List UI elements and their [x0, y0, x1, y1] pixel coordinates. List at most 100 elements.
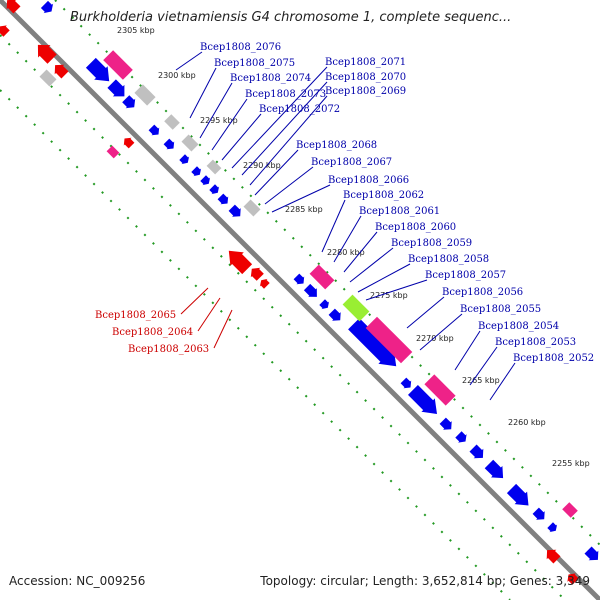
forward-gene-label: Bcep1808_2073: [245, 89, 326, 100]
forward-gene: [469, 444, 484, 459]
label-leader-line: [180, 287, 209, 315]
tick-label: 2285 kbp: [285, 205, 323, 214]
forward-gene-label: Bcep1808_2055: [460, 304, 541, 315]
forward-gene-label: Bcep1808_2057: [425, 270, 506, 281]
tick-label: 2305 kbp: [117, 26, 155, 35]
forward-gene-label: Bcep1808_2071: [325, 57, 406, 68]
forward-gene: [200, 175, 211, 186]
tick-label: 2270 kbp: [416, 334, 454, 343]
forward-gene-label: Bcep1808_2075: [214, 58, 295, 69]
gray-gene: [243, 199, 261, 217]
label-leader-line: [489, 362, 516, 401]
label-leader-line: [199, 82, 233, 139]
tick-label: 2290 kbp: [243, 161, 281, 170]
forward-gene: [228, 204, 241, 217]
forward-gene-label: Bcep1808_2058: [408, 254, 489, 265]
label-leader-line: [357, 263, 411, 293]
forward-gene: [319, 299, 330, 310]
accession-value: NC_009256: [76, 574, 146, 588]
genes-value: 3,349: [555, 574, 590, 588]
forward-gene: [303, 283, 317, 297]
forward-gene: [400, 377, 412, 389]
label-leader-line: [249, 95, 328, 186]
forward-gene-label: Bcep1808_2052: [513, 353, 594, 364]
reverse-gene: [228, 250, 253, 275]
pink-gene: [103, 50, 133, 80]
label-leader-line: [197, 297, 221, 332]
forward-gene: [179, 154, 190, 165]
tick-label: 2260 kbp: [508, 418, 546, 427]
forward-gene-label: Bcep1808_2074: [230, 73, 311, 84]
forward-gene-label: Bcep1808_2059: [391, 238, 472, 249]
forward-gene-label: Bcep1808_2061: [359, 206, 440, 217]
reverse-gene-label: Bcep1808_2063: [128, 344, 209, 355]
genes-label: Genes:: [509, 574, 552, 588]
pink-gene: [106, 145, 120, 159]
pink-gene: [562, 502, 578, 518]
label-leader-line: [175, 51, 203, 71]
forward-gene: [532, 507, 545, 520]
forward-gene: [209, 184, 220, 195]
label-leader-line: [333, 215, 362, 263]
pink-gene: [424, 374, 456, 406]
forward-gene: [293, 273, 305, 285]
label-leader-line: [213, 309, 233, 349]
tick-label: 2300 kbp: [158, 71, 196, 80]
label-leader-line: [343, 231, 378, 273]
accession-label: Accession:: [9, 574, 73, 588]
forward-gene-label: Bcep1808_2072: [259, 104, 340, 115]
forward-gene: [328, 308, 341, 321]
forward-gene: [40, 0, 54, 14]
label-leader-line: [406, 296, 445, 329]
sequence-stats: Topology: circular; Length: 3,652,814 bp…: [260, 574, 590, 588]
forward-gene: [484, 459, 504, 479]
reverse-gene: [6, 0, 21, 14]
forward-gene-label: Bcep1808_2062: [343, 190, 424, 201]
tick-label: 2295 kbp: [200, 116, 238, 125]
gray-gene: [181, 134, 199, 152]
forward-gene-label: Bcep1808_2066: [328, 175, 409, 186]
reverse-gene: [37, 44, 57, 64]
topology-label: Topology:: [260, 574, 317, 588]
label-leader-line: [211, 98, 248, 151]
forward-gene: [148, 124, 160, 136]
label-leader-line: [254, 149, 299, 196]
reverse-gene: [54, 64, 69, 79]
forward-gene-label: Bcep1808_2054: [478, 321, 559, 332]
length-value: 3,652,814 bp;: [421, 574, 507, 588]
reverse-gene: [0, 25, 10, 37]
label-leader-line: [349, 247, 394, 283]
reverse-gene-label: Bcep1808_2064: [112, 327, 193, 338]
forward-gene: [191, 166, 202, 177]
scale-dotted-line: [0, 89, 511, 600]
gray-gene: [134, 84, 156, 106]
forward-gene: [506, 483, 529, 506]
label-leader-line: [321, 199, 346, 253]
label-leader-line: [271, 184, 331, 213]
reverse-gene: [259, 278, 270, 289]
label-leader-line: [231, 66, 328, 169]
gray-gene: [164, 114, 180, 130]
label-leader-line: [419, 313, 463, 351]
scale-dotted-line: [0, 34, 566, 600]
reverse-gene: [123, 137, 135, 149]
map-title: Burkholderia vietnamiensis G4 chromosome…: [70, 10, 512, 25]
forward-gene: [547, 522, 558, 533]
label-leader-line: [469, 346, 498, 386]
forward-gene: [408, 385, 437, 414]
forward-gene-label: Bcep1808_2069: [325, 86, 406, 97]
accession-info: Accession: NC_009256: [9, 574, 145, 588]
forward-gene: [584, 546, 599, 561]
forward-gene: [122, 95, 136, 109]
forward-gene: [107, 79, 125, 97]
pink-gene: [309, 264, 335, 290]
pink-gene: [365, 316, 413, 364]
gray-gene: [39, 69, 57, 87]
forward-gene-label: Bcep1808_2067: [311, 157, 392, 168]
green-gene: [342, 294, 370, 322]
topology-value: circular;: [320, 574, 369, 588]
gray-gene: [206, 159, 222, 175]
